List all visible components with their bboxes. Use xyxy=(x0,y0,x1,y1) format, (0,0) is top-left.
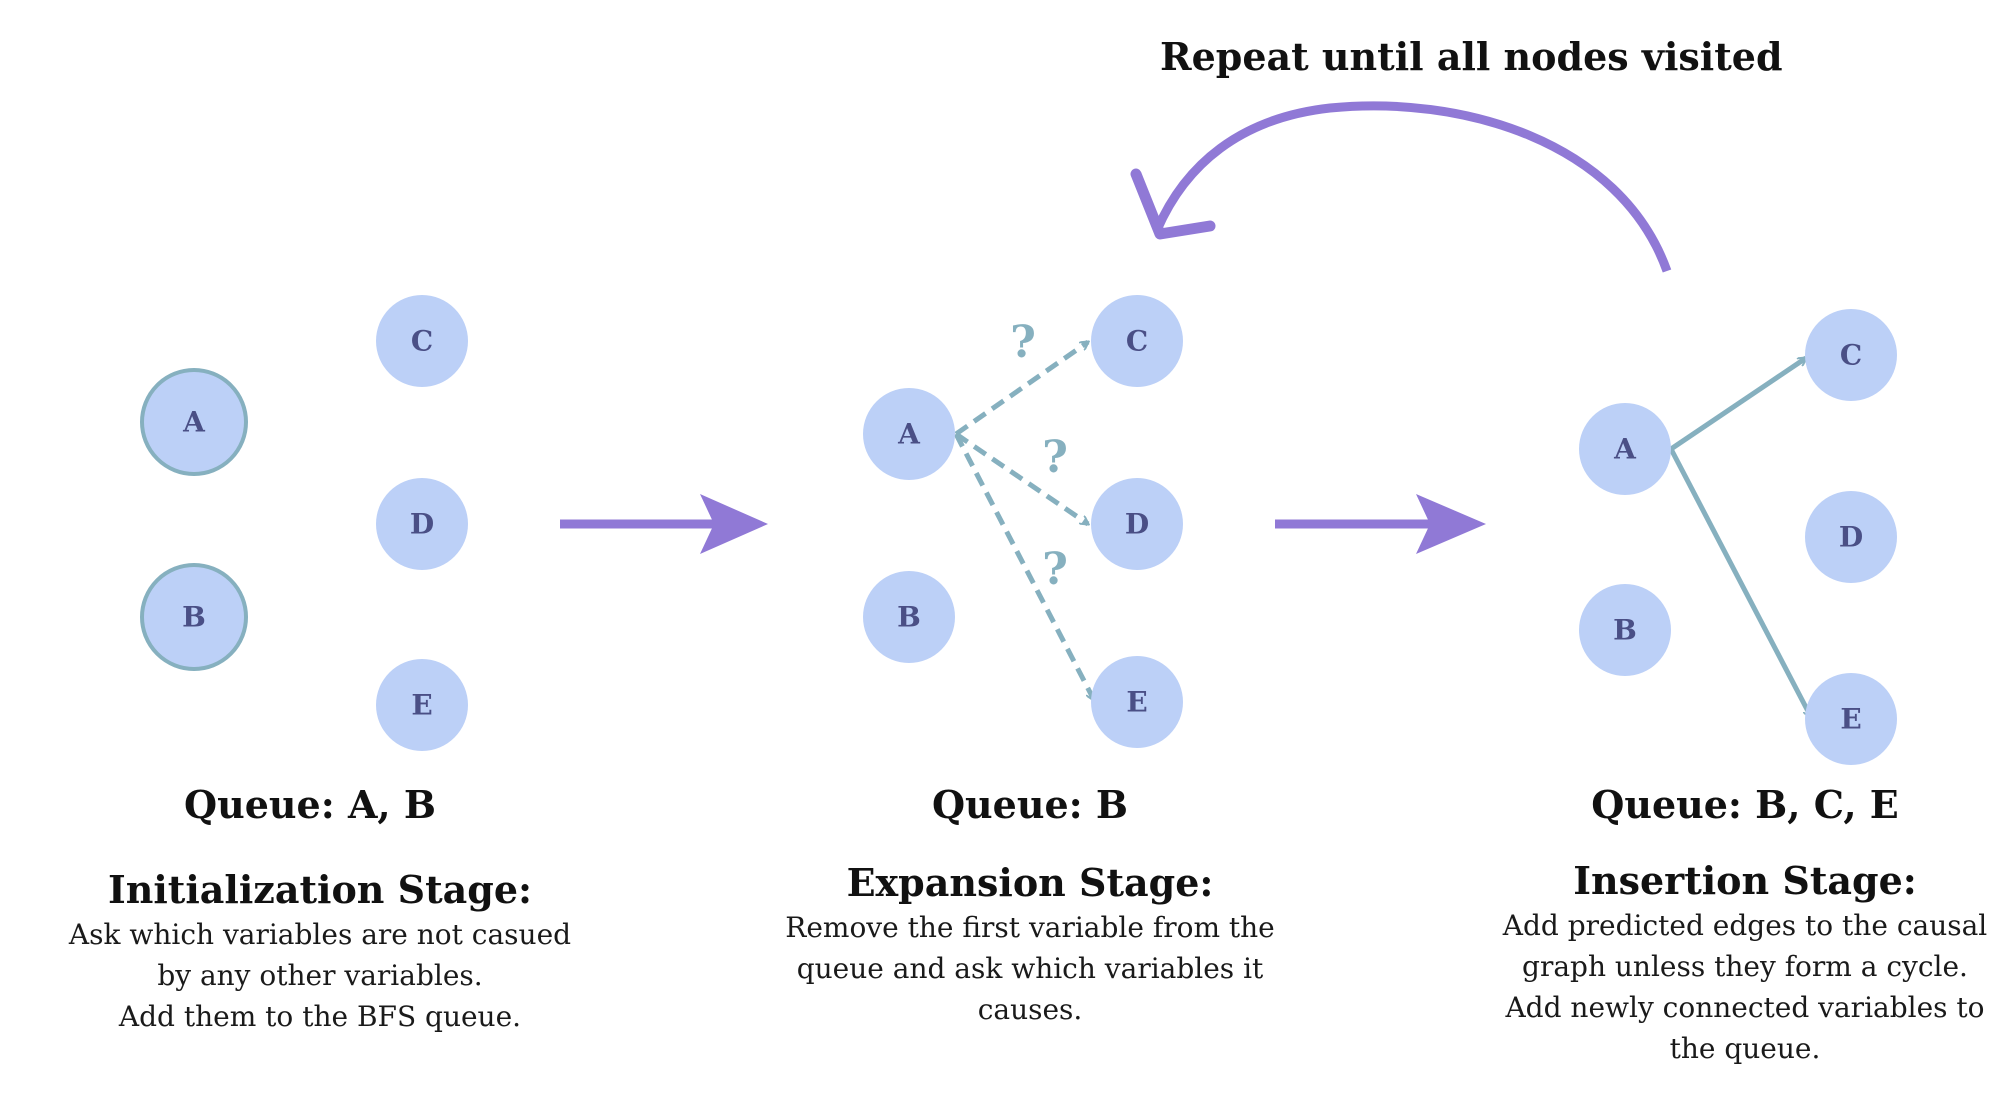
svg-text:A: A xyxy=(182,406,206,439)
question-mark: ? xyxy=(1042,544,1068,595)
queue-label-initialization: Queue: A, B xyxy=(110,782,510,827)
node-b: B xyxy=(863,571,955,663)
svg-text:D: D xyxy=(410,508,434,541)
stage-title: Expansion Stage: xyxy=(846,860,1214,905)
svg-text:D: D xyxy=(1125,508,1149,541)
svg-text:A: A xyxy=(897,418,921,451)
queue-label: Queue: A, B xyxy=(183,782,437,827)
node-b: B xyxy=(140,563,248,671)
svg-text:E: E xyxy=(411,689,432,722)
svg-text:C: C xyxy=(1126,325,1148,358)
flow-arrow-2 xyxy=(1275,494,1486,554)
stage-title: Insertion Stage: xyxy=(1573,858,1917,903)
flow-arrow-1 xyxy=(560,494,768,554)
queue-label: Queue: B xyxy=(931,782,1129,827)
node-b: B xyxy=(1579,584,1671,676)
svg-text:B: B xyxy=(1613,614,1637,647)
node-e: E xyxy=(376,659,468,751)
panel-insertion: A B C D E xyxy=(1579,309,1897,765)
dashed-edge-a-e xyxy=(953,432,1097,700)
node-c: C xyxy=(376,295,468,387)
stage-description: Remove the first variable from the queue… xyxy=(785,911,1275,1026)
panel-expansion: ? ? ? A B C D E xyxy=(863,295,1183,748)
panel-initialization: A B C D E xyxy=(140,295,468,751)
node-c: C xyxy=(1091,295,1183,387)
queue-label: Queue: B, C, E xyxy=(1591,782,1899,827)
svg-text:A: A xyxy=(1613,433,1637,466)
node-a: A xyxy=(1579,403,1671,495)
node-d: D xyxy=(1091,478,1183,570)
dashed-edge-a-d xyxy=(954,431,1088,527)
svg-text:E: E xyxy=(1126,686,1147,719)
node-c: C xyxy=(1805,309,1897,401)
question-mark: ? xyxy=(1010,317,1036,368)
node-e: E xyxy=(1805,673,1897,765)
queue-label-expansion: Queue: B xyxy=(830,782,1230,827)
stage-block-initialization: Initialization Stage: Ask which variable… xyxy=(50,867,590,1037)
node-e: E xyxy=(1091,656,1183,748)
question-mark: ? xyxy=(1042,432,1068,483)
svg-text:D: D xyxy=(1839,521,1863,554)
stage-block-expansion: Expansion Stage: Remove the first variab… xyxy=(760,860,1300,1030)
stage-description: Ask which variables are not casued by an… xyxy=(68,918,572,1033)
node-a: A xyxy=(863,388,955,480)
queue-label-insertion: Queue: B, C, E xyxy=(1545,782,1945,827)
dashed-edge-a-c xyxy=(954,339,1088,437)
repeat-loop-arrow xyxy=(1130,101,1672,273)
stage-title: Initialization Stage: xyxy=(107,867,533,912)
svg-text:C: C xyxy=(1840,339,1862,372)
edge-a-e xyxy=(1668,447,1814,717)
svg-text:C: C xyxy=(411,325,433,358)
node-d: D xyxy=(376,478,468,570)
stage-description: Add predicted edges to the causal graph … xyxy=(1502,909,1988,1065)
svg-text:E: E xyxy=(1840,703,1861,736)
node-a: A xyxy=(140,368,248,476)
node-d: D xyxy=(1805,491,1897,583)
repeat-label: Repeat until all nodes visited xyxy=(1160,34,1783,79)
svg-text:B: B xyxy=(182,601,206,634)
stage-block-insertion: Insertion Stage: Add predicted edges to … xyxy=(1475,858,2004,1069)
edge-a-c xyxy=(1669,355,1806,452)
svg-text:B: B xyxy=(897,601,921,634)
